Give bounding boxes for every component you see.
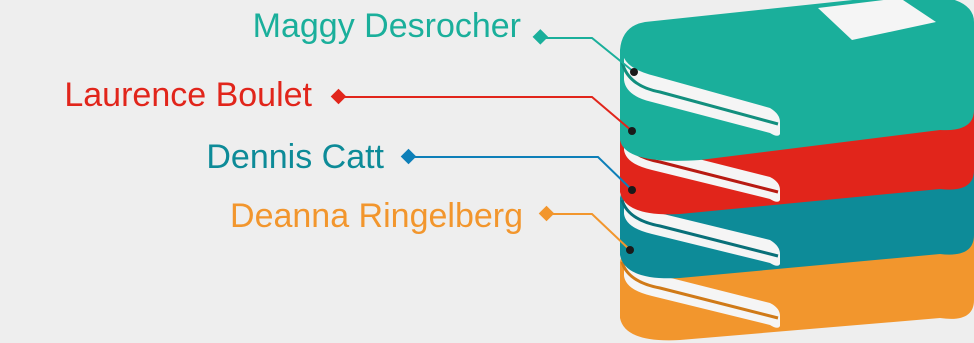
red-book-pages [624,132,780,202]
connector-endpoint-dot [630,68,638,76]
connector-endpoint-dot [628,186,636,194]
person-name-label: Dennis Catt [206,138,384,176]
green-book-spine-line [620,61,779,126]
orange-book-spine-line [620,261,779,320]
green-book-icon [620,0,974,161]
orange-book-pages [624,258,780,328]
connector-dennis [400,148,636,194]
connector-maggy [532,29,638,76]
diamond-marker-icon [532,29,549,45]
green-book-pages [624,58,780,136]
person-name-label: Deanna Ringelberg [230,197,523,235]
diamond-marker-icon [400,148,417,165]
diamond-marker-icon [330,88,347,105]
connector-endpoint-dot [628,127,636,135]
green-book-cover [620,0,974,161]
person-name-label: Maggy Desrocher [252,7,521,45]
diamond-marker-icon [538,205,555,222]
person-name-label: Laurence Boulet [64,76,312,114]
green-book-label-plate [818,0,936,40]
connector-deanna [538,205,634,254]
teal-book-spine-line [620,199,779,258]
connector-laurence [330,88,636,135]
connector-endpoint-dot [626,246,634,254]
teal-book-pages [624,196,780,266]
